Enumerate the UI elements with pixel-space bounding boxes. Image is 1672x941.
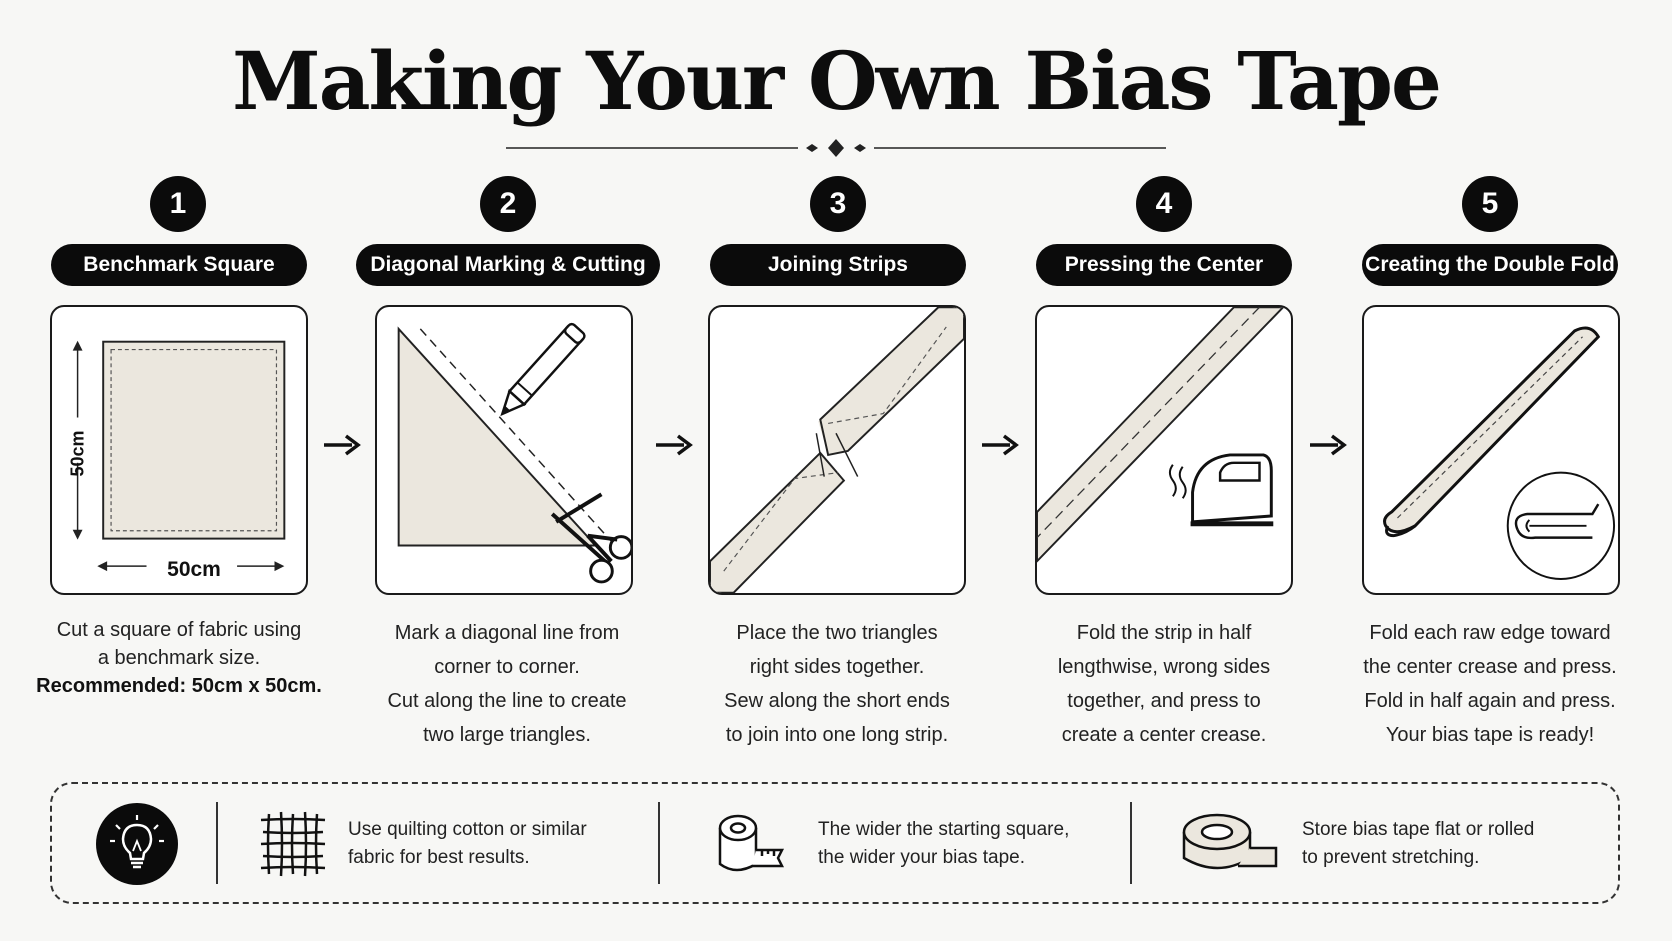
fabric-grid-icon: [260, 811, 326, 877]
iron-icon: [1168, 453, 1274, 527]
arrow-right-icon: [1310, 434, 1347, 456]
step-5-line: Fold in half again and press.: [1364, 690, 1616, 712]
step-5-line: Your bias tape is ready!: [1385, 724, 1595, 746]
step-4-line: Fold the strip in half: [1076, 622, 1252, 644]
scissors-icon: [550, 492, 631, 584]
step-5-description: Fold each raw edge toward the center cre…: [1330, 616, 1650, 752]
tip-1-text: Use quilting cotton or similar fabric fo…: [348, 816, 587, 872]
step-5-illustration: [1362, 305, 1620, 595]
step-4-number: 4: [1136, 176, 1192, 232]
arrow-right-icon: [656, 434, 693, 456]
step-5-label: Creating the Double Fold: [1362, 244, 1618, 286]
tip-2-text: The wider the starting square, the wider…: [818, 816, 1069, 872]
height-dimension-label: 50cm: [67, 430, 88, 477]
step-2-line: corner to corner.: [434, 656, 580, 678]
page-title: Making Your Own Bias Tape: [232, 34, 1442, 128]
step-3-line: Sew along the short ends: [724, 690, 950, 712]
step-1-description: Cut a square of fabric using a benchmark…: [19, 616, 339, 700]
tip-3-line: Store bias tape flat or rolled: [1302, 819, 1535, 840]
tips-panel: [50, 782, 1620, 904]
step-4-label: Pressing the Center: [1036, 244, 1292, 286]
tip-1-line: fabric for best results.: [348, 847, 530, 868]
step-2-illustration: [375, 305, 633, 595]
step-1-recommendation: Recommended: 50cm x 50cm.: [36, 675, 322, 697]
step-4-line: create a center crease.: [1061, 724, 1267, 746]
arrow-right-icon: [982, 434, 1019, 456]
width-dimension-label: 50cm: [167, 558, 221, 581]
pencil-icon: [500, 322, 586, 417]
tip-3-text: Store bias tape flat or rolled to preven…: [1302, 816, 1534, 872]
step-3-description: Place the two triangles right sides toge…: [677, 616, 997, 752]
tips-separator: [216, 802, 218, 884]
step-4-line: together, and press to: [1067, 690, 1261, 712]
step-1-number: 1: [150, 176, 206, 232]
step-3-number: 3: [810, 176, 866, 232]
tips-separator: [1130, 802, 1132, 884]
lightbulb-icon: [96, 803, 178, 885]
step-5-number: 5: [1462, 176, 1518, 232]
tips-separator: [658, 802, 660, 884]
step-1-line: Cut a square of fabric using: [56, 619, 302, 641]
step-1-label: Benchmark Square: [51, 244, 307, 286]
tip-2-line: The wider the starting square,: [818, 819, 1070, 840]
arrow-right-icon: [324, 434, 361, 456]
step-4-illustration: [1035, 305, 1293, 595]
title-divider: [506, 139, 1166, 157]
step-3-illustration: [708, 305, 966, 595]
step-2-line: Cut along the line to create: [387, 690, 627, 712]
step-5-line: Fold each raw edge toward: [1369, 622, 1611, 644]
step-5-line: the center crease and press.: [1363, 656, 1617, 678]
tip-1-line: Use quilting cotton or similar: [348, 819, 587, 840]
tape-roll-icon: [1182, 813, 1278, 870]
step-2-number: 2: [480, 176, 536, 232]
tip-3-line: to prevent stretching.: [1302, 847, 1480, 868]
tape-measure-icon: [718, 814, 785, 872]
step-3-line: to join into one long strip.: [725, 724, 949, 746]
step-1-illustration: 50cm 50cm: [50, 305, 308, 595]
tip-2-line: the wider your bias tape.: [818, 847, 1026, 868]
step-2-description: Mark a diagonal line from corner to corn…: [347, 616, 667, 752]
step-1-line: a benchmark size.: [97, 647, 261, 669]
step-2-label: Diagonal Marking & Cutting: [356, 244, 660, 286]
step-3-line: right sides together.: [749, 656, 925, 678]
step-3-line: Place the two triangles: [736, 622, 938, 644]
step-4-description: Fold the strip in half lengthwise, wrong…: [1004, 616, 1324, 752]
step-4-line: lengthwise, wrong sides: [1057, 656, 1271, 678]
step-2-line: two large triangles.: [423, 724, 591, 746]
step-3-label: Joining Strips: [710, 244, 966, 286]
step-2-line: Mark a diagonal line from: [394, 622, 620, 644]
